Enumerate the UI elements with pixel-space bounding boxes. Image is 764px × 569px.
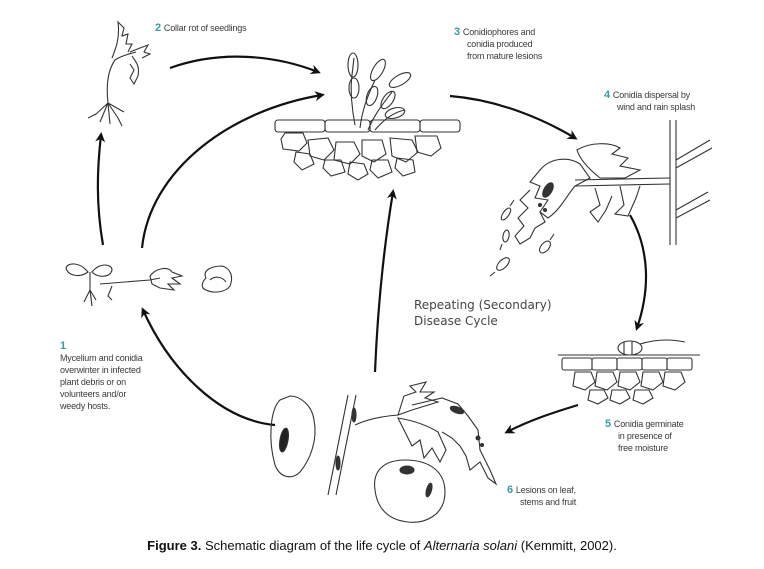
caption-text-before: Schematic diagram of the life cycle of	[201, 538, 424, 553]
caption-text-after: (Kemmitt, 2002).	[517, 538, 617, 553]
arrow-6-to-1	[141, 307, 275, 425]
germinating-conidium-illustration	[558, 340, 700, 404]
arrow-3-to-4	[450, 96, 578, 140]
stage-2-number: 2	[155, 22, 161, 34]
secondary-cycle-line-2: Disease Cycle	[414, 314, 498, 328]
stage-1-label: 1 Mycelium and conidia overwinter in inf…	[60, 340, 143, 412]
stage-1-line-1: Mycelium and conidia	[60, 353, 143, 363]
stage-1-number: 1	[60, 340, 66, 352]
leaf-conidia-dispersal-illustration	[490, 120, 712, 276]
infected-plant-parts-illustration	[271, 382, 496, 522]
stage-2-text: Collar rot of seedlings	[163, 23, 247, 33]
stage-3-line-2: conidia produced	[467, 39, 533, 49]
stage-5-line-3: free moisture	[618, 443, 668, 453]
stage-5-line-2: in presence of	[618, 431, 672, 441]
figure-label: Figure 3.	[147, 538, 202, 553]
arrow-5-to-6	[504, 405, 578, 434]
stem	[328, 395, 356, 495]
stage-6-line-1: Lesions on leaf,	[515, 485, 576, 495]
stage-4-line-1: Conidia dispersal by	[612, 90, 690, 100]
stage-5-number: 5	[605, 418, 611, 430]
stage-4-number: 4	[604, 89, 610, 101]
arrow-6-to-3	[375, 189, 397, 372]
plant-debris-illustration	[66, 264, 232, 306]
stage-3-line-3: from mature lesions	[467, 51, 543, 61]
stage-3-line-1: Conidiophores and	[462, 27, 536, 37]
species-name: Alternaria solani	[423, 538, 518, 553]
stage-1-line-2: overwinter in infected	[60, 365, 141, 375]
arrow-1-to-2	[95, 132, 106, 245]
secondary-cycle-line-1: Repeating (Secondary)	[414, 298, 552, 312]
tomato	[375, 460, 445, 522]
conidiophores-illustration	[275, 53, 460, 180]
stage-1-line-3: plant debris or on	[60, 377, 126, 387]
arrow-4-to-5	[630, 215, 646, 331]
stage-6-line-2: stems and fruit	[520, 497, 577, 507]
figure-caption: Figure 3. Schematic diagram of the life …	[0, 538, 764, 553]
arrow-1-to-3	[142, 91, 325, 248]
stage-1-line-4: volunteers and/or	[60, 389, 127, 399]
secondary-cycle-label: Repeating (Secondary) Disease Cycle	[414, 297, 552, 329]
arrow-2-to-3	[170, 57, 321, 75]
stage-5-line-1: Conidia germinate	[613, 419, 684, 429]
stage-3-number: 3	[454, 26, 460, 38]
stage-4-line-2: wind and rain splash	[617, 102, 696, 112]
stage-1-line-5: weedy hosts.	[60, 401, 111, 411]
potato	[271, 396, 315, 477]
seedling-collar-rot-illustration	[88, 22, 150, 126]
stage-6-number: 6	[507, 484, 513, 496]
